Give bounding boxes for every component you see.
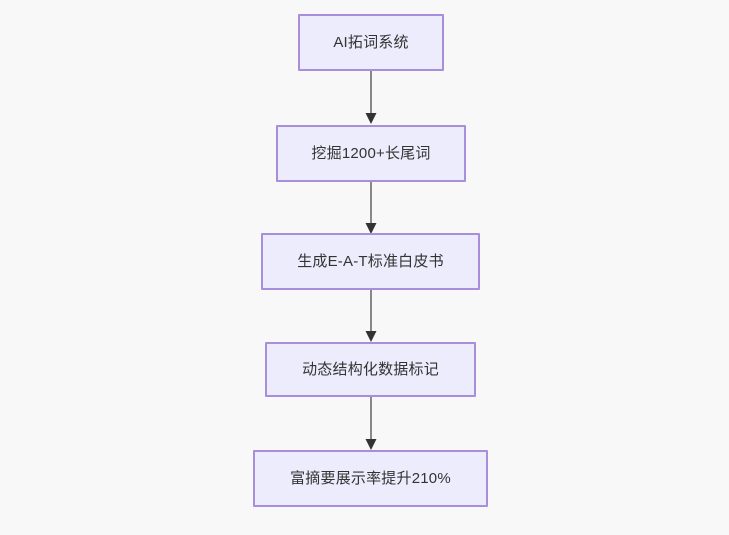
arrow-head-icon xyxy=(365,331,377,342)
edge-node4-to-node5 xyxy=(365,397,377,450)
edge-node3-to-node4 xyxy=(365,289,377,342)
arrow-head-icon xyxy=(365,439,377,450)
flow-node-label: 挖掘1200+长尾词 xyxy=(311,144,431,162)
arrow-head-icon xyxy=(365,223,377,234)
flow-node-generate-eat-whitepaper[interactable]: 生成E-A-T标准白皮书 xyxy=(261,233,480,290)
flow-node-label: 动态结构化数据标记 xyxy=(302,360,439,378)
edge-node1-to-node2 xyxy=(365,71,377,124)
flow-node-dynamic-structured-data-markup[interactable]: 动态结构化数据标记 xyxy=(265,342,476,397)
flow-node-label: 生成E-A-T标准白皮书 xyxy=(297,252,444,270)
flow-node-ai-keyword-system[interactable]: AI拓词系统 xyxy=(298,14,444,71)
edge-node2-to-node3 xyxy=(365,181,377,234)
flow-node-label: 富摘要展示率提升210% xyxy=(290,469,451,487)
flow-node-rich-snippet-impression-lift[interactable]: 富摘要展示率提升210% xyxy=(253,450,488,507)
flow-node-label: AI拓词系统 xyxy=(333,33,409,51)
flow-node-mine-longtail-keywords[interactable]: 挖掘1200+长尾词 xyxy=(276,125,466,182)
arrow-head-icon xyxy=(365,113,377,124)
